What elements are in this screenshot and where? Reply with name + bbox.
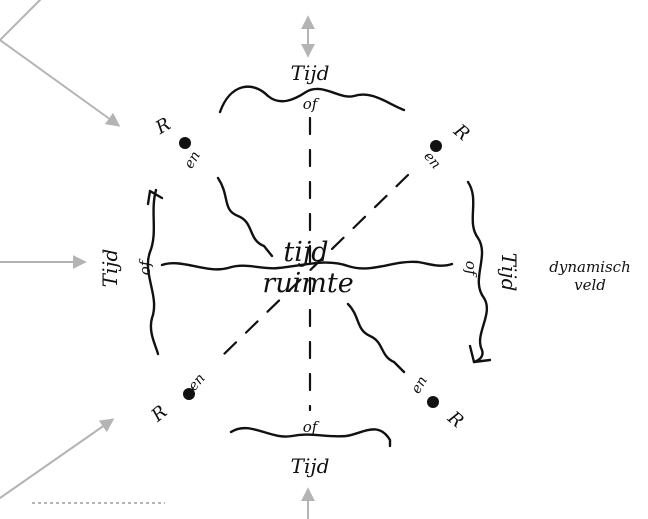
- of-bottom-label: of: [303, 418, 320, 436]
- right-wave-arrowhead: [468, 344, 492, 364]
- bottom-wave: [229, 426, 392, 448]
- diagonal-wave-lower-right: [346, 302, 406, 374]
- dot-top-left: [179, 137, 191, 149]
- right-wave: [466, 180, 489, 364]
- tijd-bottom-label: Tijd: [291, 454, 330, 478]
- dynamisch-label: dynamisch: [549, 258, 630, 276]
- dot-bottom-right: [427, 396, 439, 408]
- grey-arrow-top-left: [0, 39, 121, 127]
- external-arrows: [0, 0, 315, 519]
- center-tijd-label: tijd: [283, 237, 328, 268]
- wavy-lines: [146, 85, 492, 448]
- en-top-right-label: en: [420, 149, 443, 173]
- of-right-label: of: [462, 261, 480, 278]
- dot-bottom-left: [183, 388, 195, 400]
- left-wave: [146, 188, 160, 356]
- r-bottom-right-label: R: [443, 407, 468, 432]
- r-top-right-label: R: [449, 120, 474, 145]
- diagonal-dashed-axis: [220, 173, 410, 358]
- of-top-label: of: [303, 95, 320, 113]
- tijd-top-label: Tijd: [291, 61, 330, 85]
- r-dots: [179, 137, 442, 408]
- en-top-left-label: en: [181, 149, 204, 172]
- grey-arrow-bottom-left: [0, 418, 115, 499]
- tijd-left-label: Tijd: [98, 249, 122, 288]
- en-bottom-right-label: en: [408, 374, 431, 397]
- veld-label: veld: [574, 276, 606, 294]
- dot-top-right: [430, 140, 442, 152]
- r-bottom-left-label: R: [147, 401, 172, 426]
- of-left-label: of: [136, 258, 154, 275]
- center-ruimte-label: ruimte: [262, 268, 353, 299]
- grey-line-top-left: [0, 0, 41, 41]
- horizontal-wave: [160, 260, 454, 271]
- tijd-right-label: Tijd: [497, 253, 521, 292]
- left-wave-arrowhead: [146, 189, 164, 206]
- diagonal-wave-upper-left: [216, 176, 274, 258]
- r-top-left-label: R: [151, 114, 174, 139]
- top-wave: [218, 85, 406, 114]
- dashed-axes: [220, 116, 410, 412]
